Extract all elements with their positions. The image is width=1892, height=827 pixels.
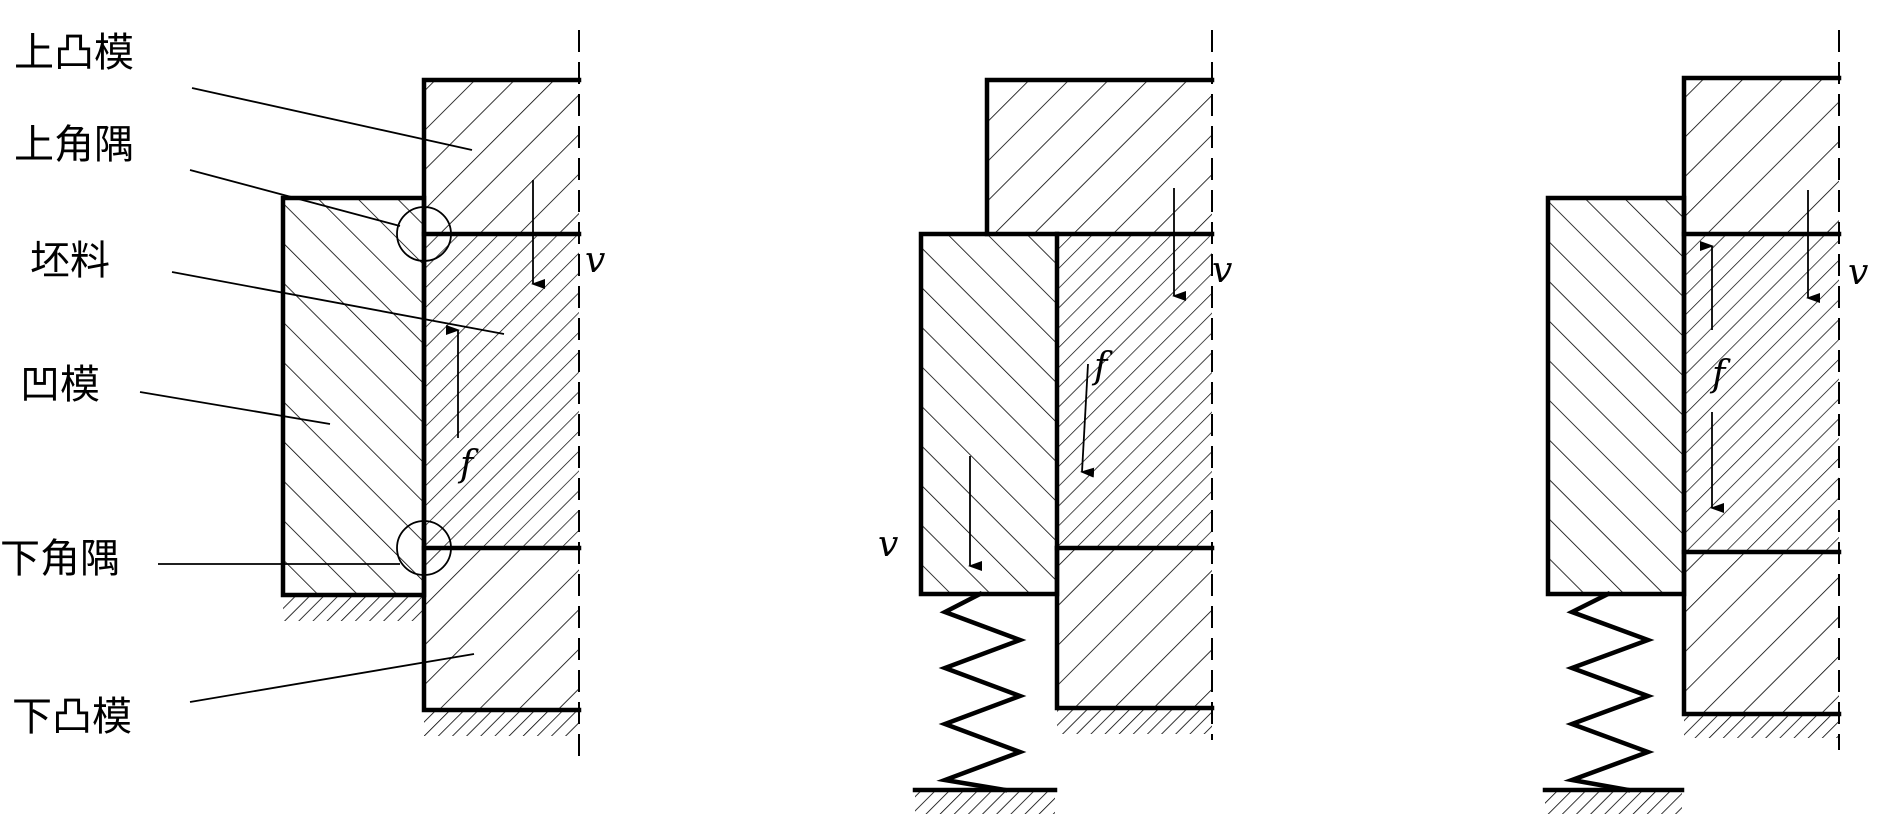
- figure-1: v f 上凸模 上角隅 坯料 凹模 下角隅 下凸模: [0, 30, 605, 760]
- velocity-symbol: v: [1848, 252, 1868, 293]
- label-upper-punch: 上凸模: [14, 30, 134, 76]
- upper-corner-circle: [396, 206, 452, 262]
- label-die: 凹模: [20, 362, 100, 408]
- lower-punch-body: [424, 548, 579, 710]
- velocity-symbol-punch: v: [1212, 250, 1232, 291]
- ground-hatch-punch: [1057, 710, 1212, 734]
- spring: [1563, 590, 1655, 793]
- die-body: [1548, 198, 1684, 594]
- figure-2: v f v: [878, 30, 1232, 814]
- friction-arrow: [1080, 363, 1095, 478]
- die-body: [283, 198, 424, 595]
- lower-punch-body: [1057, 548, 1212, 708]
- leader-upper-punch: [191, 87, 473, 151]
- lower-punch-body: [1684, 552, 1839, 714]
- label-upper-corner: 上角隅: [14, 122, 134, 168]
- ground-hatch-die: [283, 597, 422, 621]
- blank-body: [424, 234, 579, 548]
- ground-hatch-punch: [1684, 716, 1839, 738]
- blank-body: [1057, 234, 1212, 548]
- ground-hatch-spring: [1545, 792, 1682, 814]
- ground-hatch-spring: [915, 792, 1055, 814]
- die-body: [921, 234, 1057, 594]
- label-lower-punch: 下凸模: [12, 694, 132, 740]
- leader-blank: [171, 271, 505, 335]
- velocity-symbol: v: [585, 240, 605, 281]
- figure-3: v f: [1542, 30, 1868, 814]
- spring: [936, 590, 1027, 793]
- blank-body: [1684, 234, 1839, 552]
- upper-punch-body: [1684, 78, 1839, 234]
- label-blank: 坯料: [30, 238, 110, 284]
- upper-punch-body: [987, 80, 1212, 234]
- leader-lower-punch: [189, 653, 475, 703]
- label-lower-corner: 下角隅: [0, 536, 120, 582]
- upper-punch-body: [424, 80, 579, 234]
- lower-corner-circle: [396, 520, 452, 576]
- leader-upper-corner: [189, 169, 401, 227]
- ground-hatch-punch: [424, 712, 579, 736]
- velocity-symbol-die: v: [878, 524, 898, 565]
- leader-die: [139, 391, 331, 425]
